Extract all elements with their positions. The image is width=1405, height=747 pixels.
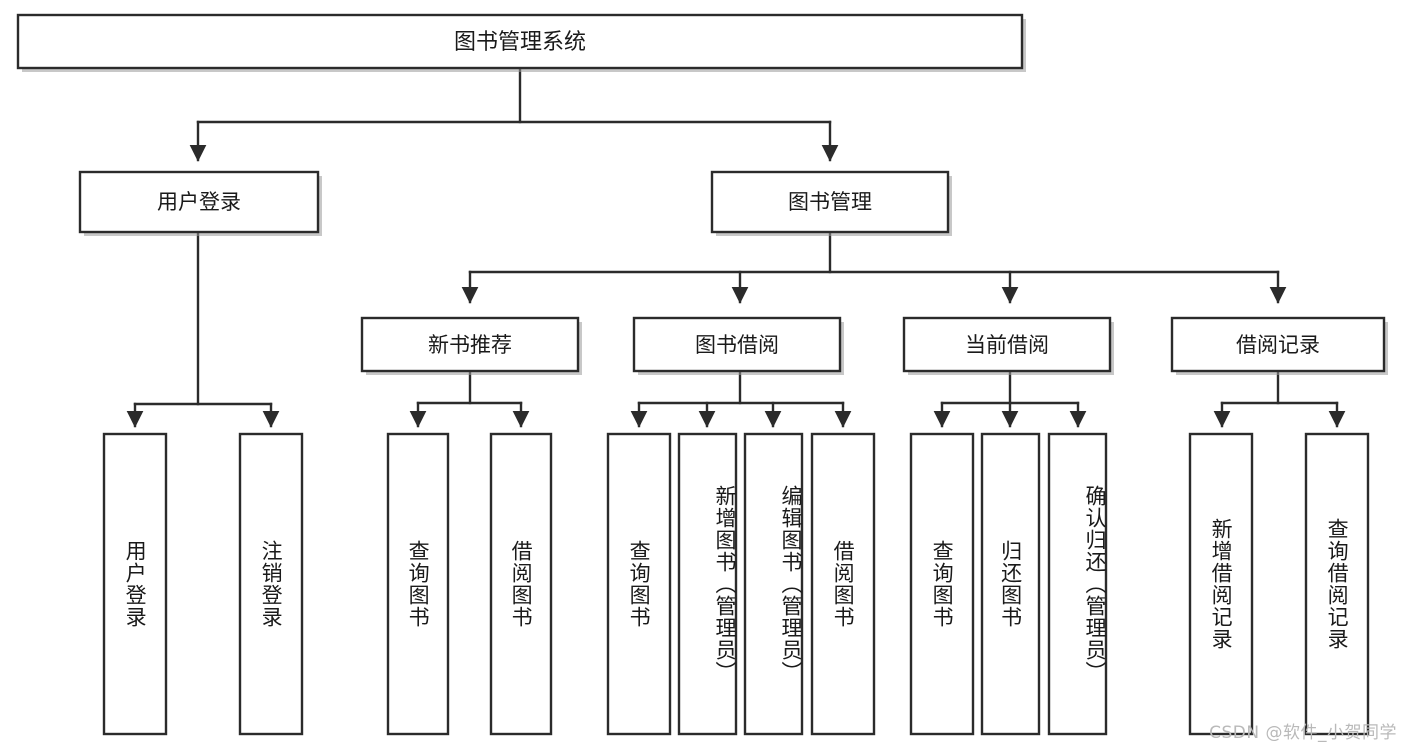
leaf-cur-query-box[interactable] xyxy=(909,432,975,736)
leaf-rec-borrow-box[interactable] xyxy=(489,432,553,736)
leaf-rec-query-box[interactable] xyxy=(386,432,450,736)
leaf-cur-return-box[interactable] xyxy=(980,432,1041,736)
leaf-cur-confirm-box[interactable] xyxy=(1047,432,1108,736)
node-book-manage[interactable]: 图书管理 xyxy=(710,170,952,236)
leaf-rec-query2-box[interactable] xyxy=(1304,432,1370,736)
leaf-borrow-add-box[interactable] xyxy=(677,432,738,736)
node-new-book-rec[interactable]: 新书推荐 xyxy=(360,316,582,375)
watermark: CSDN @软件_小贺同学 xyxy=(1209,723,1397,743)
node-current-borrow-label: 当前借阅 xyxy=(965,333,1049,357)
connector-group-book-borrow xyxy=(630,371,852,428)
node-borrow-record[interactable]: 借阅记录 xyxy=(1170,316,1388,375)
connector-group-new-book-rec xyxy=(409,371,530,428)
node-book-borrow[interactable]: 图书借阅 xyxy=(632,316,844,375)
leaf-box-group xyxy=(102,432,1370,736)
node-new-book-rec-label: 新书推荐 xyxy=(428,333,512,357)
connector-group-book-manage xyxy=(461,230,1287,304)
connector-group-root xyxy=(189,66,839,162)
node-book-manage-label: 图书管理 xyxy=(788,190,872,214)
leaf-borrow-edit-box[interactable] xyxy=(743,432,804,736)
connector-group-current-borrow xyxy=(933,371,1087,428)
node-current-borrow[interactable]: 当前借阅 xyxy=(902,316,1114,375)
leaf-user-login-box[interactable] xyxy=(102,432,168,736)
leaf-logout-box[interactable] xyxy=(238,432,304,736)
node-user-login[interactable]: 用户登录 xyxy=(78,170,322,236)
node-user-login-label: 用户登录 xyxy=(157,190,241,214)
node-root-label: 图书管理系统 xyxy=(454,30,586,55)
node-book-borrow-label: 图书借阅 xyxy=(695,333,779,357)
node-borrow-record-label: 借阅记录 xyxy=(1236,333,1320,357)
leaf-rec-add-box[interactable] xyxy=(1188,432,1254,736)
connector-group-borrow-record xyxy=(1213,371,1346,428)
connector-group-user-login xyxy=(126,230,280,428)
leaf-borrow-borrow-box[interactable] xyxy=(810,432,876,736)
node-root[interactable]: 图书管理系统 xyxy=(16,13,1026,72)
leaf-borrow-query-box[interactable] xyxy=(606,432,672,736)
